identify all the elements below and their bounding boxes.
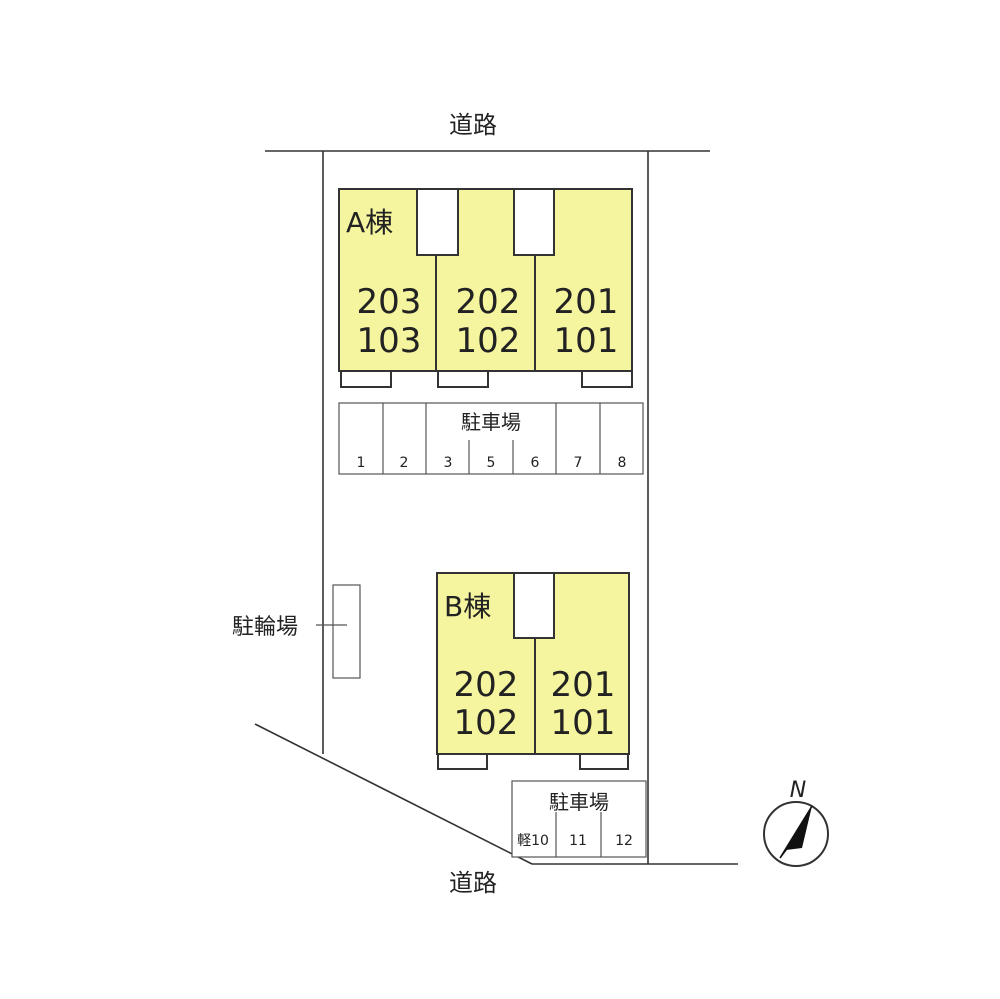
unit-b-202: 202 — [454, 665, 519, 705]
parking-space-2: 2 — [400, 455, 409, 471]
unit-a-202: 202 — [456, 282, 521, 322]
building-a-name: A棟 — [346, 206, 393, 239]
parking-a-label: 駐車場 — [461, 410, 521, 434]
building-a-entry-1 — [340, 370, 392, 388]
building-a-footprint — [338, 188, 633, 372]
parking-a: 駐車場 1 2 3 5 6 7 8 — [338, 402, 644, 475]
unit-a-102: 102 — [456, 321, 521, 361]
building-b-stair — [513, 572, 555, 639]
unit-b-101: 101 — [551, 703, 616, 743]
north-compass: N — [763, 778, 829, 867]
unit-a-201: 201 — [554, 282, 619, 322]
parking-space-12: 12 — [615, 833, 633, 849]
parking-b-area — [511, 780, 647, 858]
unit-a-101: 101 — [554, 321, 619, 361]
unit-b-201: 201 — [551, 665, 616, 705]
unit-a-103: 103 — [357, 321, 422, 361]
parking-space-6: 6 — [531, 455, 540, 471]
bicycle-parking: 駐輪場 — [232, 584, 361, 679]
parking-space-11: 11 — [569, 833, 587, 849]
parking-b-label: 駐車場 — [549, 790, 609, 814]
building-b-entry-2 — [579, 753, 629, 770]
parking-space-5: 5 — [487, 455, 496, 471]
parking-b: 駐車場 軽10 11 12 — [511, 780, 647, 858]
parking-space-8: 8 — [618, 455, 627, 471]
road-top-label: 道路 — [449, 111, 497, 139]
north-arrow-tail-icon — [779, 805, 813, 859]
parking-space-1: 1 — [357, 455, 366, 471]
building-b: B棟 202 102 201 101 — [436, 572, 630, 770]
building-a-entry-2 — [437, 370, 489, 388]
diagonal-road-line — [254, 723, 533, 865]
building-a-stair-2 — [513, 188, 555, 256]
building-a: A棟 203 103 202 102 201 101 — [338, 188, 633, 388]
parking-a-area — [338, 402, 644, 475]
building-b-entry-1 — [437, 753, 488, 770]
bicycle-parking-area — [332, 584, 361, 679]
bicycle-parking-label: 駐輪場 — [232, 615, 298, 640]
parking-space-7: 7 — [574, 455, 583, 471]
building-a-stair-1 — [416, 188, 459, 256]
building-b-name: B棟 — [444, 590, 491, 623]
unit-b-102: 102 — [454, 703, 519, 743]
road-bottom-label: 道路 — [449, 869, 497, 897]
parking-space-10: 軽10 — [517, 833, 549, 849]
property-boundary — [254, 150, 738, 865]
unit-a-203: 203 — [357, 282, 422, 322]
building-a-entry-3 — [581, 370, 633, 388]
parking-space-3: 3 — [444, 455, 453, 471]
compass-north-label: N — [790, 778, 806, 803]
